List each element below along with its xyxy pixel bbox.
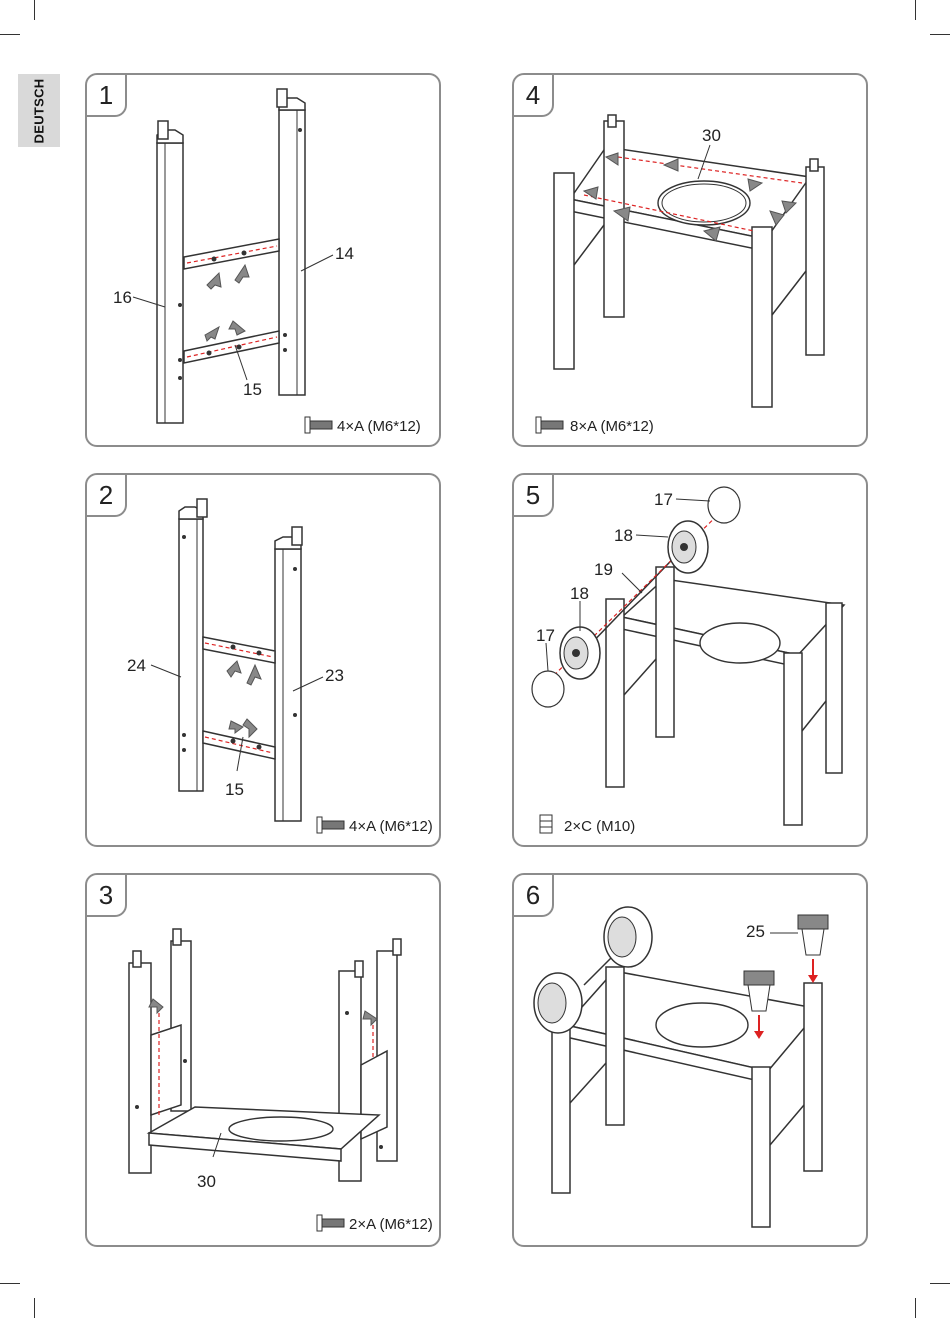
step-1-illustration: 16 14 15 4×A (M6*12) — [87, 75, 439, 445]
hardware-count: 8×A (M6*12) — [570, 418, 654, 435]
hardware-count: 2×A (M6*12) — [349, 1216, 433, 1233]
part-label-15: 15 — [243, 380, 262, 399]
step-4-illustration: 30 8×A (M6*12) — [514, 75, 866, 445]
stand-frame — [554, 115, 824, 407]
step-6-illustration: 25 — [514, 875, 866, 1245]
direction-arrow — [207, 273, 221, 289]
direction-arrow — [229, 721, 243, 733]
part-label-17-front: 17 — [536, 626, 555, 645]
screw-icon — [317, 817, 344, 833]
hardware-count: 4×A (M6*12) — [349, 818, 433, 835]
wheel-18-front — [560, 627, 600, 679]
screw-icon — [317, 1215, 344, 1231]
wheel-front — [534, 973, 582, 1033]
part-label-30: 30 — [702, 126, 721, 145]
step-1-panel: 1 — [85, 73, 441, 447]
panel-15 — [184, 239, 279, 363]
direction-arrow — [227, 661, 241, 677]
crop-mark — [930, 34, 950, 35]
right-leg-frame — [339, 939, 401, 1181]
direction-arrow — [235, 265, 249, 283]
step-2-panel: 2 — [85, 473, 441, 847]
crop-mark — [930, 1283, 950, 1284]
part-label-19: 19 — [594, 560, 613, 579]
step-5-illustration: 17 18 19 18 17 2×C (M10) — [514, 475, 866, 845]
part-label-25: 25 — [746, 922, 765, 941]
part-label-18-front: 18 — [570, 584, 589, 603]
step-2-illustration: 24 23 15 4×A (M6*12) — [87, 475, 439, 845]
part-label-18-rear: 18 — [614, 526, 633, 545]
screw-icon — [536, 417, 563, 433]
direction-arrow — [229, 321, 245, 335]
leg-14 — [277, 89, 305, 395]
hardware-count: 2×C (M10) — [564, 818, 635, 835]
leg-cap-25-a — [798, 915, 828, 983]
nut-icon — [540, 815, 552, 833]
hubcap-17-front — [532, 671, 564, 707]
part-label-16: 16 — [113, 288, 132, 307]
direction-arrow — [243, 719, 257, 737]
step-4-panel: 4 30 8×A (M6 — [512, 73, 868, 447]
hubcap-17-rear — [708, 487, 740, 523]
part-label-30: 30 — [197, 1172, 216, 1191]
screw-icon — [305, 417, 332, 433]
step-3-illustration: 30 2×A (M6*12) — [87, 875, 439, 1245]
stand-frame — [552, 945, 822, 1227]
language-tab: DEUTSCH — [18, 74, 60, 147]
part-label-14: 14 — [335, 244, 354, 263]
crop-mark — [34, 1298, 35, 1318]
part-label-23: 23 — [325, 666, 344, 685]
crop-mark — [0, 1283, 20, 1284]
panel-15 — [203, 637, 275, 759]
direction-arrow — [205, 327, 219, 341]
crop-mark — [915, 0, 916, 20]
step-6-panel: 6 — [512, 873, 868, 1247]
step-5-panel: 5 17 18 19 — [512, 473, 868, 847]
hardware-count: 4×A (M6*12) — [337, 418, 421, 435]
direction-arrow — [363, 1011, 377, 1025]
crop-mark — [915, 1298, 916, 1318]
language-label: DEUTSCH — [32, 78, 47, 143]
direction-arrow — [247, 665, 261, 685]
crop-mark — [0, 34, 20, 35]
step-3-panel: 3 30 — [85, 873, 441, 1247]
part-label-15: 15 — [225, 780, 244, 799]
part-label-24: 24 — [127, 656, 146, 675]
part-label-17-rear: 17 — [654, 490, 673, 509]
wheel-rear — [604, 907, 652, 967]
stand-frame — [606, 567, 844, 825]
crop-mark — [34, 0, 35, 20]
leg-16 — [157, 121, 183, 423]
leg-23 — [275, 527, 302, 821]
wheel-18-rear — [668, 521, 708, 573]
